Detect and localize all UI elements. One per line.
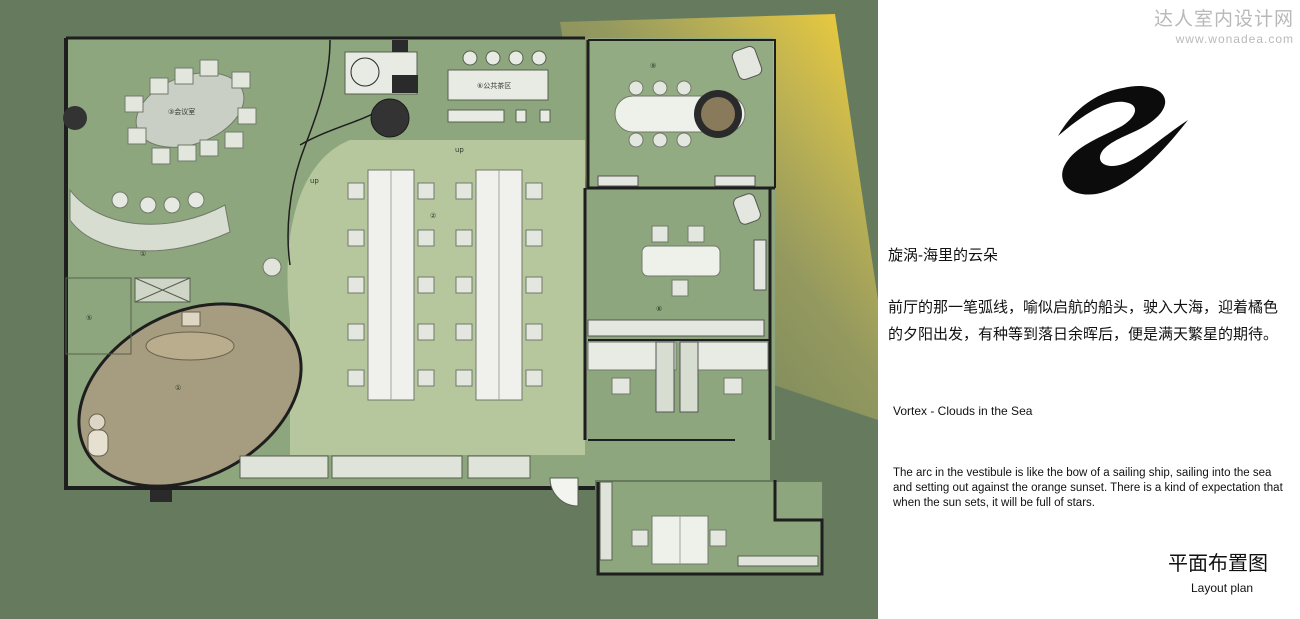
description-en: The arc in the vestibule is like the bow… (893, 467, 1283, 509)
meeting-chairs (124, 59, 257, 165)
caption-en: Layout plan (1191, 581, 1254, 595)
up-label-2: up (310, 177, 319, 185)
reception-desk: ① (69, 188, 282, 277)
caption-cn: 平面布置图 (1168, 553, 1268, 575)
description-panel: 达人室内设计网 www.wonadea.com 旋涡-海里的云朵 前厅的那一笔弧… (878, 0, 1300, 619)
floor-plan-drawing: ③会议室 ① ① ⑤ (63, 14, 878, 576)
up-label-1: up (455, 146, 464, 154)
room-label-manager: ⑧ (656, 305, 662, 313)
floor-plan: ③会议室 ① ① ⑤ (63, 14, 878, 576)
watermark-url: www.wonadea.com (1175, 32, 1294, 46)
walls (64, 36, 824, 576)
room-label-meeting: ③会议室 (168, 107, 195, 116)
bottom-room (150, 477, 819, 567)
tea-area: ⑥公共茶区 up up (63, 40, 551, 185)
room-label-open-office: ② (430, 212, 436, 220)
watermark-cn: 达人室内设计网 (1153, 9, 1294, 30)
small-offices (587, 341, 769, 413)
room-label-lounge: ① (175, 384, 181, 392)
cabinets (239, 455, 613, 561)
top-right-room: ⑨ (597, 45, 763, 187)
meeting-room: ③会议室 (124, 59, 257, 165)
open-office: ② (347, 169, 543, 401)
manager-office: ⑧ (587, 193, 767, 337)
room-label-reception: ① (140, 250, 146, 258)
title-cn: 旋涡-海里的云朵 (888, 247, 998, 264)
title-en: Vortex - Clouds in the Sea (893, 404, 1033, 418)
lounge-oval (77, 302, 303, 488)
description-cn: 前厅的那一笔弧线，喻似启航的船头，驶入大海，迎着橘色的夕阳出发，有种等到落日余晖… (888, 299, 1279, 343)
room-label-entry: ⑤ (86, 314, 92, 322)
watermark: 达人室内设计网 www.wonadea.com (1154, 4, 1294, 46)
room-label-top-right: ⑨ (650, 62, 656, 70)
lounge: ① (77, 302, 303, 488)
room-label-tea: ⑥公共茶区 (477, 81, 511, 90)
entry: ⑤ (65, 277, 191, 355)
vortex-logo-icon (1058, 86, 1188, 195)
